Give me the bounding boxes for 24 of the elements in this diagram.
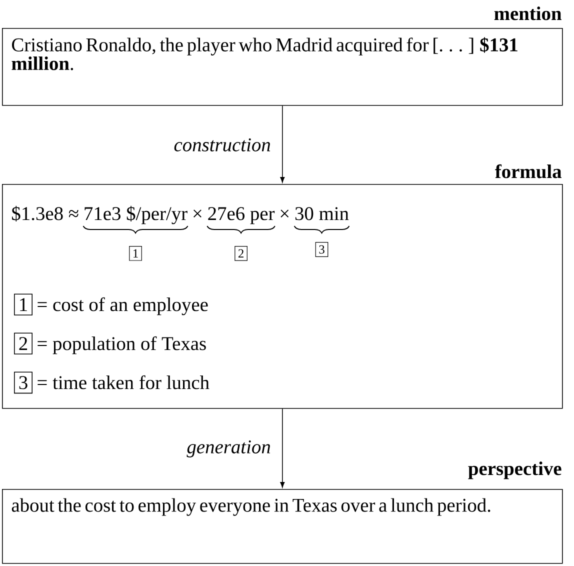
definition-text: = cost of an employee [38,297,208,316]
number-box: 1 [14,294,33,316]
multiplication-sign: × [280,210,289,218]
heading: mention [494,6,562,20]
heading: perspective [468,462,562,480]
number-box: 2 [234,246,248,261]
text-box: about the cost to employ everyone in Texas over a lunch period. [2,488,563,564]
definition-text: = time taken for lunch [38,375,210,390]
number-box: 2 [14,332,33,354]
heading: formula [495,164,562,178]
formula-term: 30 min [295,207,349,220]
edge-label: construction [174,138,270,152]
number-box: 3 [315,242,328,257]
formula-term: 71e3 $/per/yr [84,206,188,224]
formula-term: $1.3e8 ≈ [12,206,78,222]
number-box: 3 [14,372,33,394]
multiplication-sign: × [194,210,202,218]
arrow [280,105,285,183]
text-box: Cristiano Ronaldo, the player who Madrid acquired for [. . . ] $131 million. [2,28,563,106]
formula-term: 27e6 per [208,207,275,224]
arrow [280,408,285,488]
definition-text: = population of Texas [38,336,206,354]
number-box: 1 [129,246,142,261]
edge-label: generation [186,440,270,458]
